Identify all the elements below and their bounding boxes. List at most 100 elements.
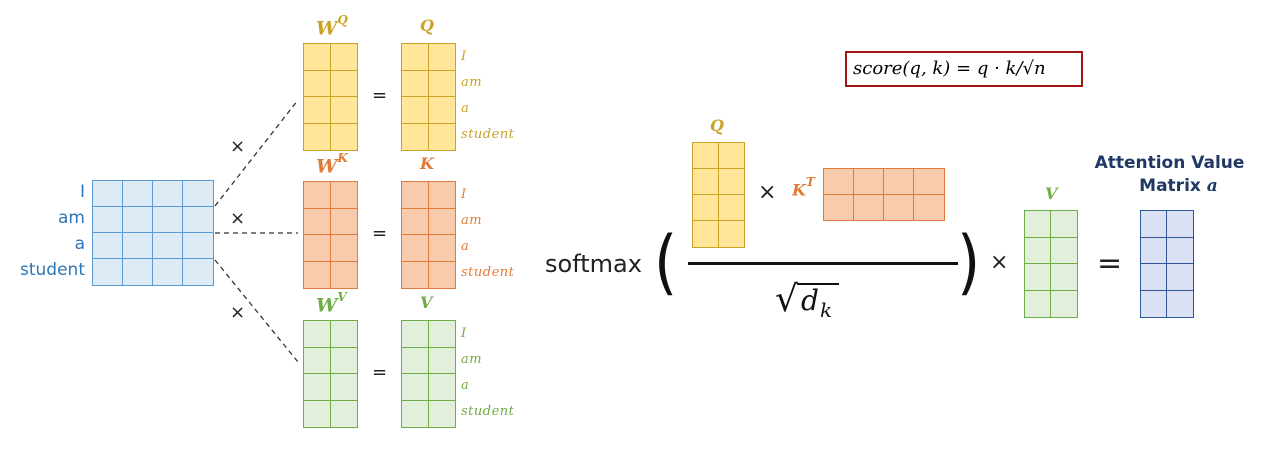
matrix-cell [402, 123, 429, 150]
matrix-cell [428, 321, 455, 348]
matrix-cell [428, 71, 455, 97]
matrix-cell [183, 181, 213, 207]
w-label-v: WV [316, 290, 347, 317]
matrix-cell [123, 207, 153, 233]
out-word-k: a [461, 239, 470, 254]
fraction-bar [688, 262, 958, 265]
times-v-final: × [990, 250, 1009, 275]
result-title: Attention Value Matrix a [1082, 152, 1257, 198]
times-q: × [230, 136, 246, 157]
matrix-cell [402, 321, 429, 348]
equals-k: = [372, 223, 388, 244]
matrix-cell [93, 181, 123, 207]
times-v: × [230, 302, 246, 323]
matrix-cell [304, 321, 331, 348]
out-label-k: K [420, 154, 434, 173]
out-word-v: a [461, 378, 470, 393]
w-label-q: WQ [316, 13, 348, 40]
input-embedding-matrix [92, 180, 214, 286]
final-v-label: V [1045, 184, 1058, 203]
matrix-cell [428, 348, 455, 374]
sqrt-overbar [797, 283, 839, 285]
matrix-cell [153, 181, 183, 207]
w-matrix-k [303, 181, 358, 289]
matrix-cell [428, 97, 455, 124]
matrix-cell [429, 262, 456, 289]
matrix-cell [1025, 290, 1051, 317]
matrix-cell [693, 169, 719, 195]
softmax-q-label: Q [710, 116, 724, 135]
right-paren: ) [957, 221, 981, 303]
matrix-cell [854, 169, 884, 195]
matrix-cell [428, 235, 455, 262]
matrix-cell [693, 143, 719, 169]
matrix-cell [304, 235, 331, 262]
matrix-cell [123, 233, 153, 259]
matrix-cell [153, 233, 183, 259]
score-formula: score(q, k) = q · k/√n [853, 58, 1046, 79]
softmax-kt-matrix [823, 168, 945, 221]
matrix-cell [718, 143, 744, 169]
matrix-cell [402, 182, 429, 209]
matrix-cell [428, 374, 455, 401]
matrix-cell [304, 347, 331, 374]
matrix-cell [854, 194, 884, 220]
matrix-cell [183, 233, 213, 259]
matrix-cell [402, 70, 429, 97]
out-word-k: am [461, 213, 483, 228]
matrix-cell [884, 194, 914, 220]
input-word-student: student [20, 260, 85, 280]
matrix-cell [914, 195, 944, 221]
matrix-cell [183, 207, 213, 233]
matrix-cell [1167, 291, 1193, 318]
matrix-cell [123, 259, 153, 285]
matrix-cell [693, 195, 719, 221]
input-word-am: am [58, 208, 85, 228]
matrix-cell [1025, 237, 1051, 264]
matrix-cell [153, 207, 183, 233]
matrix-cell [428, 182, 455, 209]
matrix-cell [304, 182, 331, 209]
w-matrix-q [303, 43, 358, 151]
matrix-cell [330, 374, 357, 401]
out-word-q: a [461, 101, 470, 116]
out-word-v: am [461, 352, 483, 367]
out-word-q: student [461, 127, 515, 142]
out-matrix-v [401, 320, 456, 428]
out-word-q: I [461, 49, 467, 64]
matrix-cell [330, 44, 357, 71]
out-word-k: I [461, 187, 467, 202]
matrix-cell [824, 194, 854, 220]
kt-label: KT [792, 175, 815, 200]
sqrt-symbol: √ [775, 279, 798, 320]
matrix-cell [428, 209, 455, 235]
matrix-cell [93, 233, 123, 259]
matrix-cell [914, 169, 944, 195]
sqrt-dk: √ d k [775, 278, 855, 328]
out-word-v: I [461, 326, 467, 341]
matrix-cell [123, 181, 153, 207]
matrix-cell [402, 374, 429, 401]
out-matrix-q [401, 43, 456, 151]
matrix-cell [304, 261, 331, 288]
matrix-cell [402, 97, 429, 124]
matrix-cell [93, 207, 123, 233]
matrix-cell [93, 259, 123, 285]
input-word-i: I [79, 182, 85, 202]
softmax-q-matrix [692, 142, 745, 248]
matrix-cell [402, 44, 429, 71]
matrix-cell [304, 374, 331, 401]
matrix-cell [1141, 290, 1167, 317]
matrix-cell [1141, 264, 1167, 291]
matrix-cell [1025, 264, 1051, 291]
matrix-cell [402, 347, 429, 374]
matrix-cell [429, 124, 456, 151]
w-label-k: WK [316, 151, 348, 178]
softmax-times: × [758, 180, 777, 205]
out-label-v: V [420, 293, 433, 312]
left-paren: ( [654, 221, 678, 303]
matrix-cell [1167, 264, 1193, 291]
matrix-cell [718, 195, 744, 221]
matrix-cell [402, 261, 429, 288]
